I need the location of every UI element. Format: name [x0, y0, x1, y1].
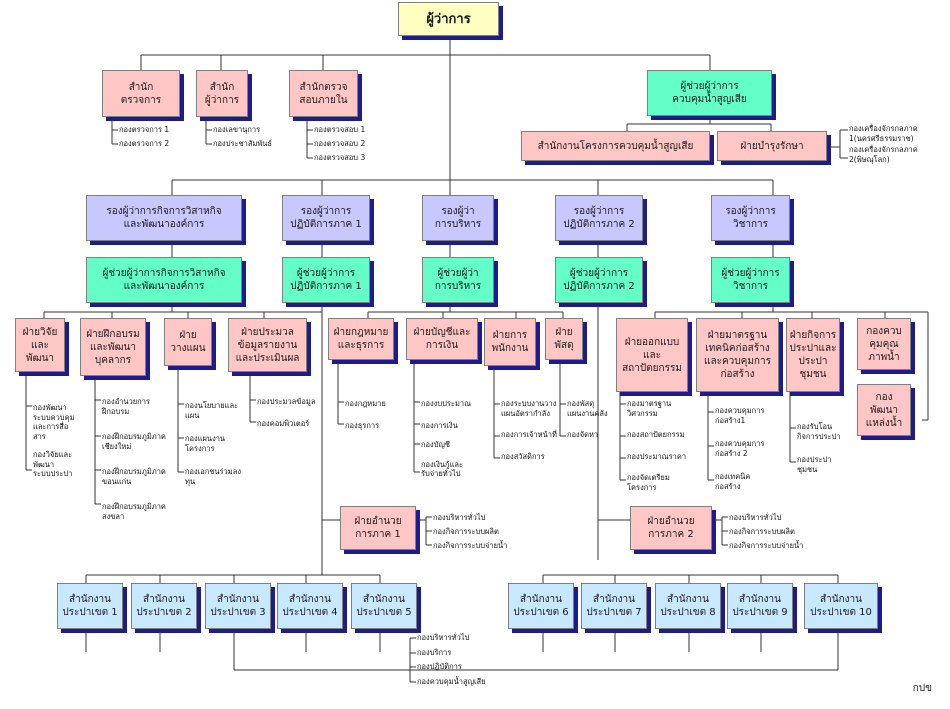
- regional-office-5: สำนักงาน ประปาเขต 5: [351, 583, 417, 629]
- office-inspection-units: กองตรวจการ 1 กองตรวจการ 2: [119, 125, 169, 149]
- unit-label: กองตรวจสอบ 2: [314, 139, 366, 148]
- unit-label: กองเครื่องจักรกลภาค: [849, 124, 918, 133]
- regional-office-10: สำนักงาน ประปาเขต 10: [804, 583, 878, 629]
- unit-label: กองเครื่องจักรกลภาค: [849, 145, 918, 154]
- assistant-region-2: ผู้ช่วยผู้ว่าการ ปฏิบัติการภาค 2: [555, 257, 643, 303]
- water-loss-project-office: สำนักงานโครงการควบคุมน้ำสูญเสีย: [521, 131, 710, 161]
- deputy-administration: รองผู้ว่า การบริหาร: [422, 195, 494, 241]
- data-processing-units: กองประมวลข้อมูล กองคอมพิวเตอร์: [257, 397, 316, 428]
- regional-admin-2-units: กองบริหารทั่วไป กองกิจการระบบผลิต กองกิจ…: [729, 513, 804, 550]
- construction-units: กองควบคุมการ ก่อสร้าง1 กองควบคุมการ ก่อส…: [715, 406, 765, 491]
- office-governor-units: กองเลขานุการ กองประชาสัมพันธ์: [213, 125, 272, 149]
- regional-office-9: สำนักงาน ประปาเขต 9: [727, 583, 793, 629]
- unit-label: กองตรวจสอบ 1: [314, 125, 366, 134]
- regional-office-8: สำนักงาน ประปาเขต 8: [655, 583, 721, 629]
- governor-box: ผู้ว่าการ: [398, 2, 499, 36]
- maintenance-units: กองเครื่องจักรกลภาค 1(นครศรีธรรมราช) กอง…: [849, 124, 918, 164]
- deputy-region-2: รองผู้ว่าการ ปฏิบัติการภาค 2: [555, 195, 643, 241]
- office-internal-audit: สำนักตรวจ สอบภายใน: [289, 70, 358, 117]
- unit-label: กองเลขานุการ: [213, 125, 261, 134]
- dept-data-processing: ฝ่ายประมวล ข้อมูลรายงาน และประเมินผล: [228, 318, 307, 372]
- research-units: กองพัฒนา ระบบควบคุม และการสื่อ สาร กองวิ…: [33, 403, 75, 478]
- regional-admin-1-units: กองบริหารทั่วไป กองกิจการระบบผลิต กองกิจ…: [433, 513, 508, 550]
- deputy-region-1: รองผู้ว่าการ ปฏิบัติการภาค 1: [282, 195, 370, 241]
- dept-personnel: ฝ่ายการ พนักงาน: [484, 318, 536, 366]
- design-units: กองมาตรฐาน วิศวกรรม กองสถาปัตยกรรม กองปร…: [627, 399, 687, 492]
- assistant-water-loss: ผู้ช่วยผู้ว่าการ ควบคุมน้ำสูญเสีย: [647, 70, 772, 116]
- unit-label: กองตรวจการ 1: [119, 125, 170, 134]
- footer-code: กปข: [912, 683, 932, 694]
- assistant-enterprise: ผู้ช่วยผู้ว่าการกิจการวิสาหกิจ และพัฒนาอ…: [86, 257, 242, 303]
- regional-office-6: สำนักงาน ประปาเขต 6: [508, 583, 574, 629]
- maintenance-dept: ฝ่ายบำรุงรักษา: [717, 131, 827, 161]
- dept-legal: ฝ่ายกฎหมาย และธุรการ: [328, 318, 394, 360]
- assistant-administration: ผู้ช่วยผู้ว่า การบริหาร: [422, 257, 494, 303]
- personnel-units: กองระบบงานวาง แผนอัตรากำลัง กองการเจ้าหน…: [501, 399, 557, 461]
- planning-units: กองนโยบายและ แผน กองแผนงาน โครงการ กองเอ…: [185, 401, 241, 486]
- unit-label: กองประชาสัมพันธ์: [213, 139, 272, 148]
- regional-office-1: สำนักงาน ประปาเขต 1: [57, 583, 123, 629]
- unit-label: กองตรวจการ 2: [119, 139, 170, 148]
- supplies-units: กองพัสดุ แผนงานคลัง กองจัดหา: [567, 399, 608, 439]
- regional-office-2: สำนักงาน ประปาเขต 2: [131, 583, 197, 629]
- regional-admin-2: ฝ่ายอำนวย การภาค 2: [630, 506, 712, 550]
- legal-units: กองกฎหมาย กองธุรการ: [345, 399, 386, 430]
- assistant-region-1: ผู้ช่วยผู้ว่าการ ปฏิบัติการภาค 1: [282, 257, 370, 303]
- dept-waterworks: ฝ่ายกิจการ ประปาและ ประปา ชุมชน: [786, 318, 840, 392]
- regional-admin-1: ฝ่ายอำนวย การภาค 1: [340, 506, 416, 550]
- office-governor: สำนัก ผู้ว่าการ: [196, 70, 248, 117]
- dept-planning: ฝ่าย วางแผน: [164, 318, 212, 366]
- office-audit-units: กองตรวจสอบ 1 กองตรวจสอบ 2 กองตรวจสอบ 3: [314, 125, 365, 163]
- dept-construction-standards: ฝ่ายมาตรฐาน เทคนิคก่อสร้าง และควบคุมการ …: [696, 318, 779, 392]
- regional-office-3: สำนักงาน ประปาเขต 3: [205, 583, 271, 629]
- office-inspection: สำนัก ตรวจการ: [102, 70, 180, 117]
- dept-supplies: ฝ่าย พัสดุ: [545, 318, 583, 360]
- assistant-technical: ผู้ช่วยผู้ว่าการ วิชาการ: [711, 257, 790, 303]
- finance-units: กองงบประมาณ กองการเงิน กองบัญชี กองเงินก…: [421, 399, 472, 478]
- unit-label: กองตรวจสอบ 3: [314, 153, 366, 162]
- deputy-enterprise: รองผู้ว่าการกิจการวิสาหกิจ และพัฒนาองค์ก…: [86, 195, 242, 241]
- unit-label: 1(นครศรีธรรมราช): [849, 133, 914, 143]
- training-units: กองอำนวยการ ฝึกอบรม กองฝึกอบรมภูมิภาค เช…: [102, 397, 166, 521]
- dept-training: ฝ่ายฝึกอบรม และพัฒนา บุคลากร: [80, 318, 146, 376]
- dept-water-quality: กองควบ คุมคุณ ภาพน้ำ: [857, 318, 911, 370]
- dept-water-sources: กอง พัฒนา แหล่งน้ำ: [857, 384, 911, 436]
- unit-label: 2(พิษณุโลก): [849, 154, 890, 164]
- regional-office-7: สำนักงาน ประปาเขต 7: [581, 583, 647, 629]
- regional-office-4: สำนักงาน ประปาเขต 4: [277, 583, 343, 629]
- waterworks-units: กองรับโอน กิจการประปา กองประปา ชุมชน: [797, 422, 841, 474]
- dept-research: ฝ่ายวิจัย และ พัฒนา: [15, 318, 65, 372]
- dept-finance: ฝ่ายบัญชีและ การเงิน: [406, 318, 478, 360]
- deputy-technical: รองผู้ว่าการ วิชาการ: [711, 195, 790, 241]
- dept-design: ฝ่ายออกแบบ และ สถาปัตยกรรม: [616, 318, 688, 392]
- regional-office-units: กองบริหารทั่วไป กองบริการ กองปฏิบัติการ …: [417, 633, 486, 686]
